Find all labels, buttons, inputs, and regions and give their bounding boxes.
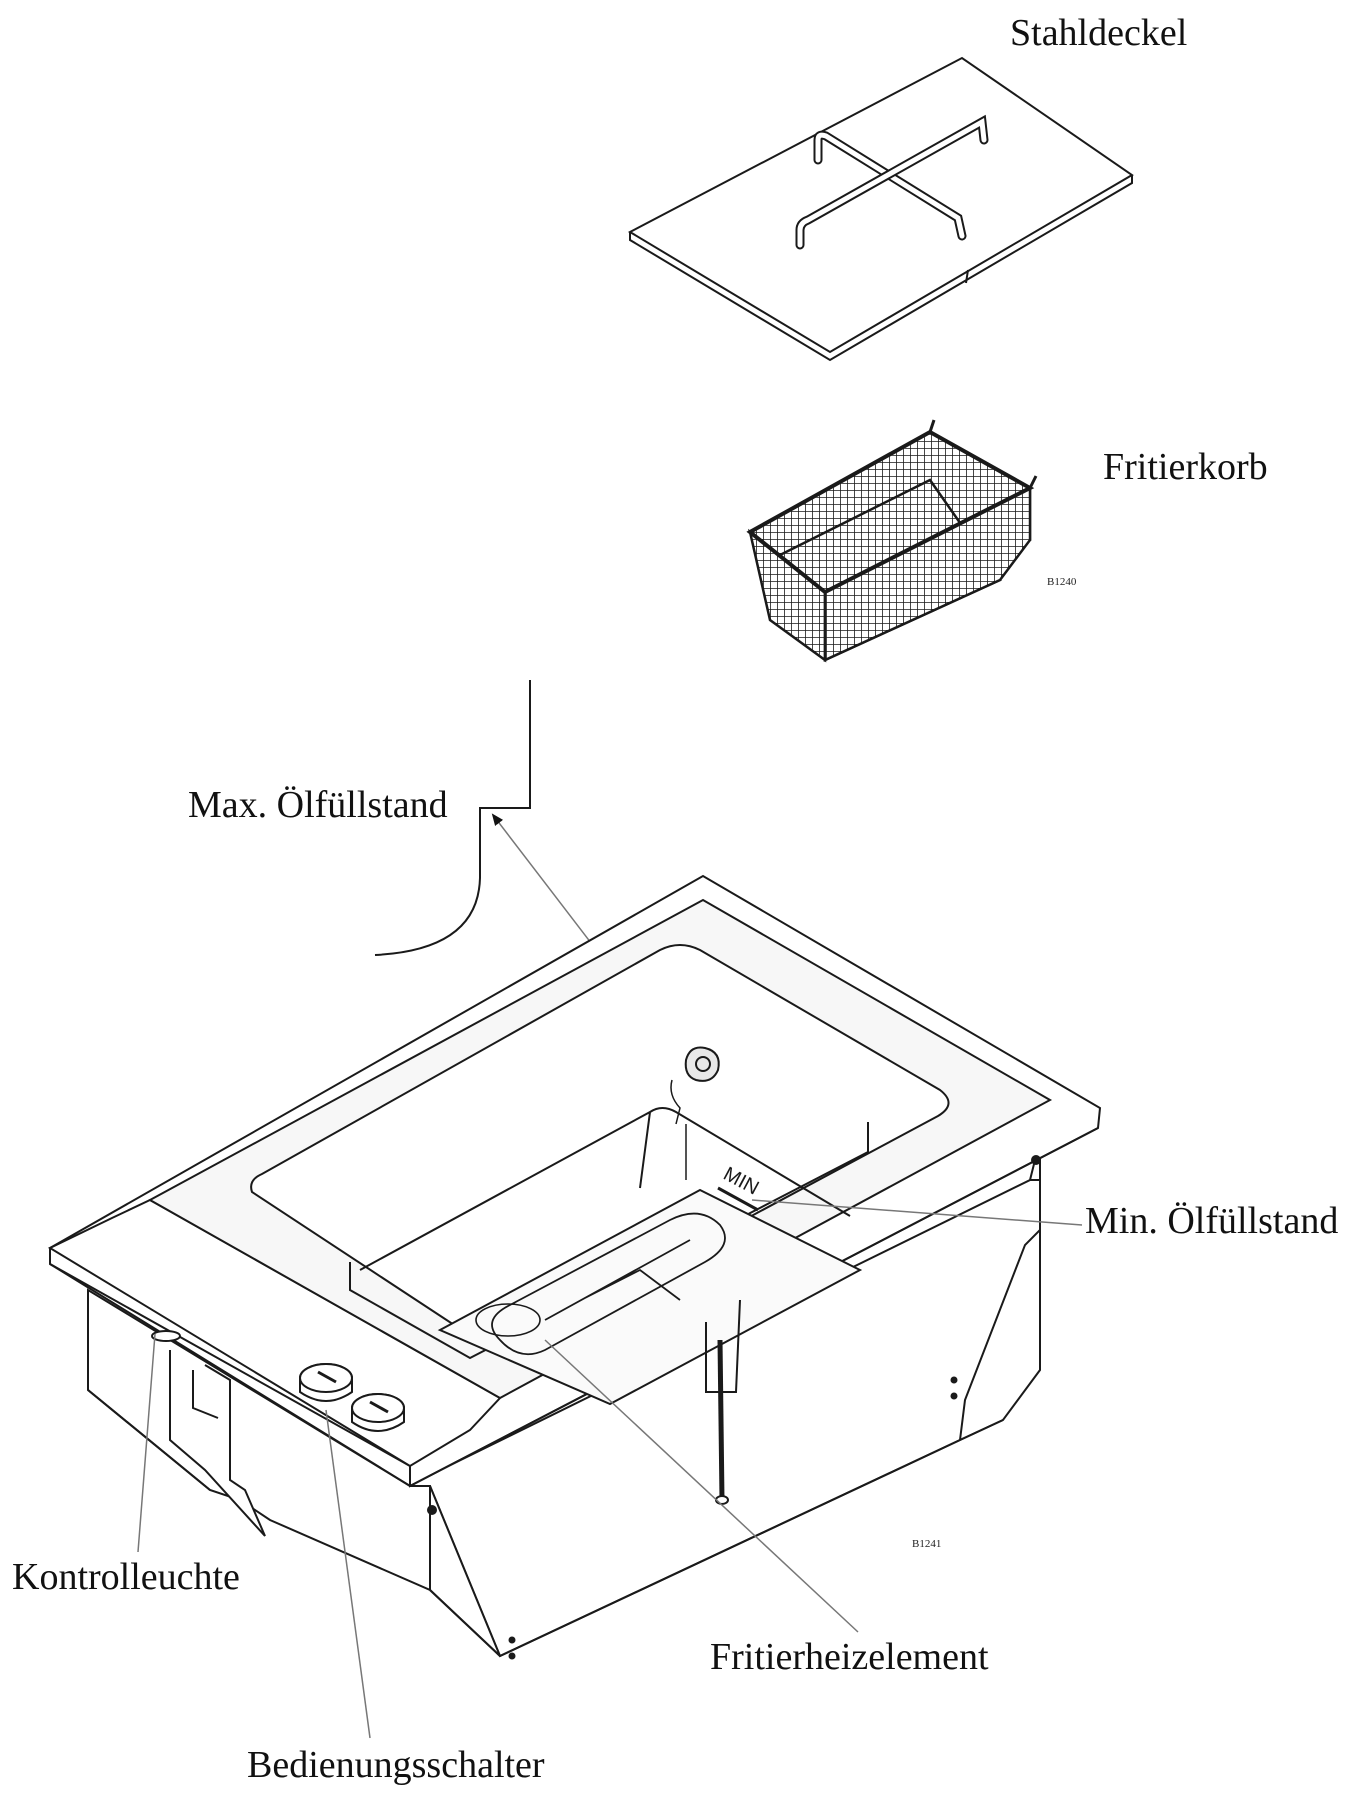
fryer-right-bracket [959, 1179, 1041, 1441]
max-level-leader [374, 680, 531, 956]
fryer-drawing-code: B1241 [912, 1538, 942, 1550]
label-control-switch: Bedienungsschalter [247, 1744, 545, 1786]
front-bracket [169, 1350, 266, 1537]
leader-heating-element [544, 1339, 859, 1633]
fryer-heater-loop [475, 1303, 541, 1337]
control-knob-1 [299, 1363, 353, 1402]
basket-hooks [928, 419, 1038, 489]
fryer-body [47, 874, 1102, 1658]
label-max-oil-level: Max. Ölfüllstand [188, 784, 448, 826]
frying-basket [746, 419, 1038, 663]
leader-control-switch [325, 1409, 371, 1739]
leader-lines [137, 1199, 1083, 1739]
label-frying-basket: Fritierkorb [1103, 446, 1268, 488]
leader-indicator-light [137, 1333, 156, 1553]
lid-handle-bar-1-inner [815, 132, 965, 239]
basket-drawing-code: B1240 [1047, 576, 1077, 588]
fryer-basin-step [359, 1107, 851, 1271]
steel-lid [627, 56, 1134, 362]
control-knobs [299, 1363, 405, 1432]
leader-min-level [751, 1199, 1083, 1226]
control-knob-2 [351, 1393, 405, 1432]
fryer-basin-inner-wall [349, 1122, 869, 1360]
label-heating-element: Fritierheizelement [710, 1636, 989, 1678]
label-steel-lid: Stahldeckel [1010, 12, 1188, 54]
max-level-wall-profile [374, 680, 531, 956]
indicator-light [151, 1330, 181, 1342]
screws [427, 1155, 1041, 1660]
label-min-oil-level: Min. Ölfüllstand [1085, 1200, 1339, 1242]
fryer-lower-bevel [87, 1389, 1004, 1657]
lid-plate-edge [629, 175, 1133, 362]
lid-handle-bar-2-inner [797, 117, 987, 248]
lid-plate [627, 56, 1134, 354]
temperature-probe [705, 1299, 741, 1505]
fryer-drain-fitting [684, 1046, 720, 1082]
fryer-heating-coil [491, 1212, 726, 1356]
label-indicator-light: Kontrolleuchte [12, 1556, 240, 1598]
